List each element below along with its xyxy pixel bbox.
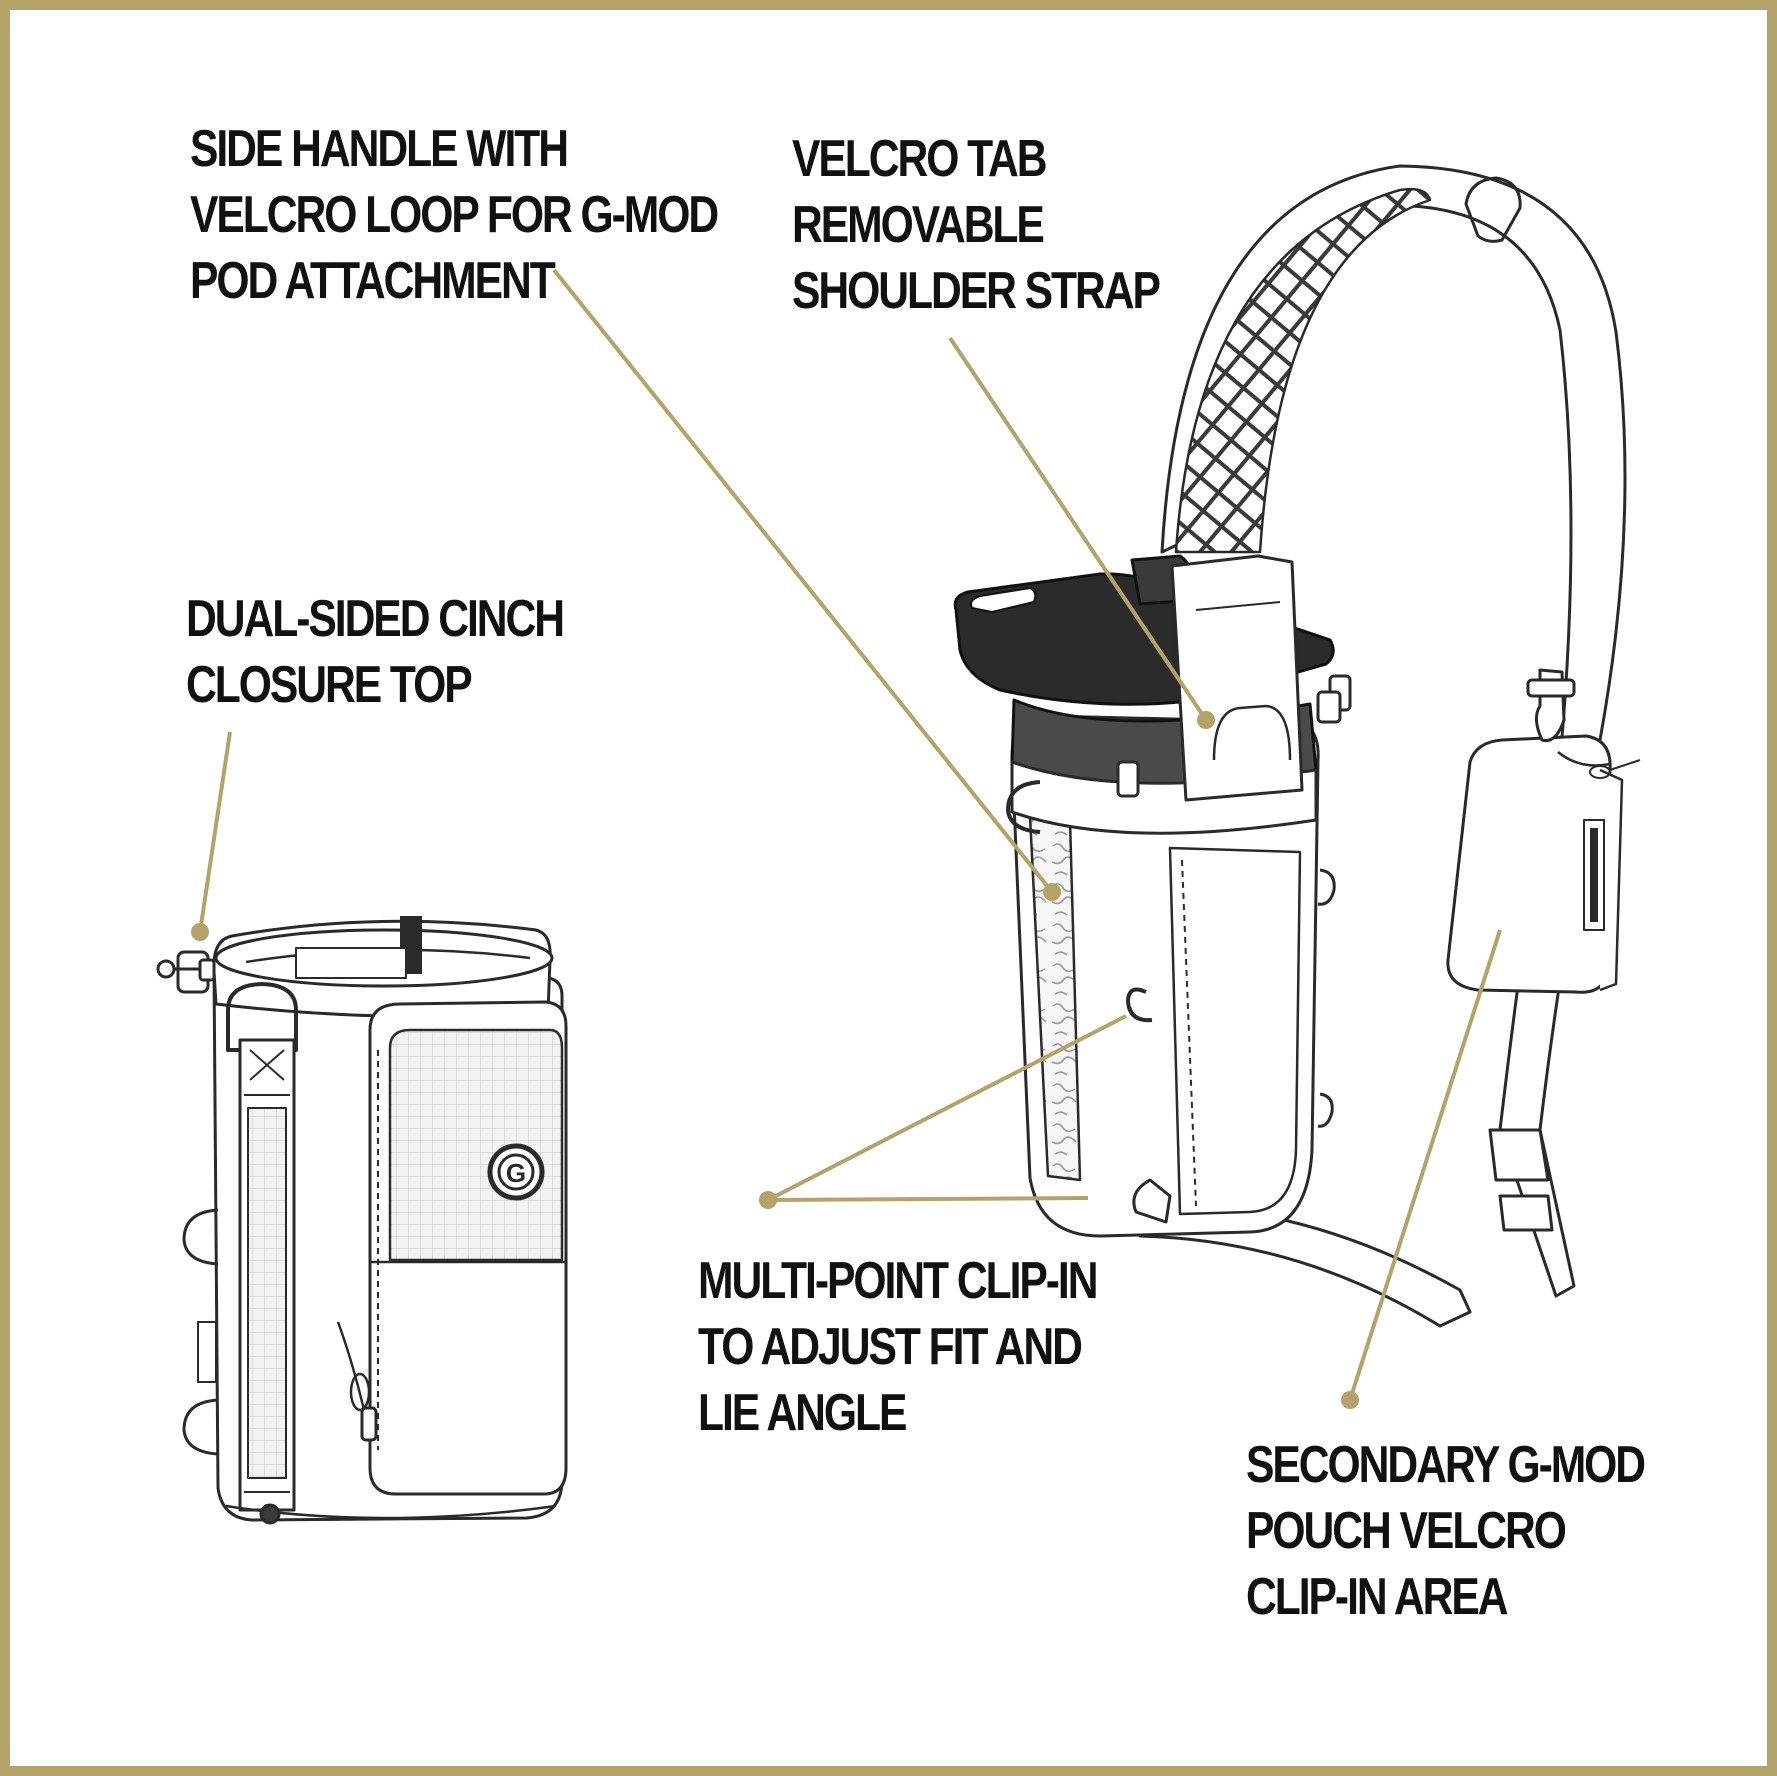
leader-clip-a <box>767 1014 1127 1202</box>
callout-line: SECONDARY G-MOD <box>1246 1436 1646 1494</box>
d-ring-icon <box>226 982 298 1052</box>
callout-line: POD ATTACHMENT <box>190 252 556 310</box>
callout-line: VELCRO TAB <box>792 130 1048 188</box>
leader-side-handle <box>552 268 1054 894</box>
callout-line: POUCH VELCRO <box>1246 1502 1567 1560</box>
callout-side-handle: SIDE HANDLE WITH VELCRO LOOP FOR G-MOD P… <box>190 116 719 314</box>
bottle-sling-illustration <box>953 164 1641 1328</box>
leader-lines <box>191 268 1502 1409</box>
callout-line: LIE ANGLE <box>698 1384 907 1442</box>
callout-cinch: DUAL-SIDED CINCH CLOSURE TOP <box>186 586 565 718</box>
callout-line: CLIP-IN AREA <box>1246 1568 1509 1626</box>
callout-clip-in: MULTI-POINT CLIP-IN TO ADJUST FIT AND LI… <box>698 1248 1098 1446</box>
callout-line: VELCRO LOOP FOR G-MOD <box>190 186 719 244</box>
leader-velcro-tab <box>948 336 1208 722</box>
callout-line: MULTI-POINT CLIP-IN <box>698 1252 1098 1310</box>
callout-line: DUAL-SIDED CINCH <box>186 590 565 648</box>
callout-line: SIDE HANDLE WITH <box>190 120 569 178</box>
cinch-toggle-icon <box>156 950 216 994</box>
g-logo-icon: G <box>487 1143 545 1201</box>
callout-velcro-tab: VELCRO TAB REMOVABLE SHOULDER STRAP <box>792 126 1161 324</box>
callout-line: CLOSURE TOP <box>186 656 473 714</box>
leader-secondary <box>1348 929 1502 1401</box>
callout-line: REMOVABLE <box>792 196 1045 254</box>
callout-secondary: SECONDARY G-MOD POUCH VELCRO CLIP-IN ARE… <box>1246 1432 1646 1630</box>
callout-line: SHOULDER STRAP <box>792 262 1161 320</box>
callout-line: TO ADJUST FIT AND <box>698 1318 1083 1376</box>
leader-clip-b <box>767 1196 1089 1202</box>
carrier-sleeve-illustration: G <box>156 916 568 1525</box>
svg-text:G: G <box>506 1158 526 1188</box>
leader-cinch <box>198 731 232 933</box>
